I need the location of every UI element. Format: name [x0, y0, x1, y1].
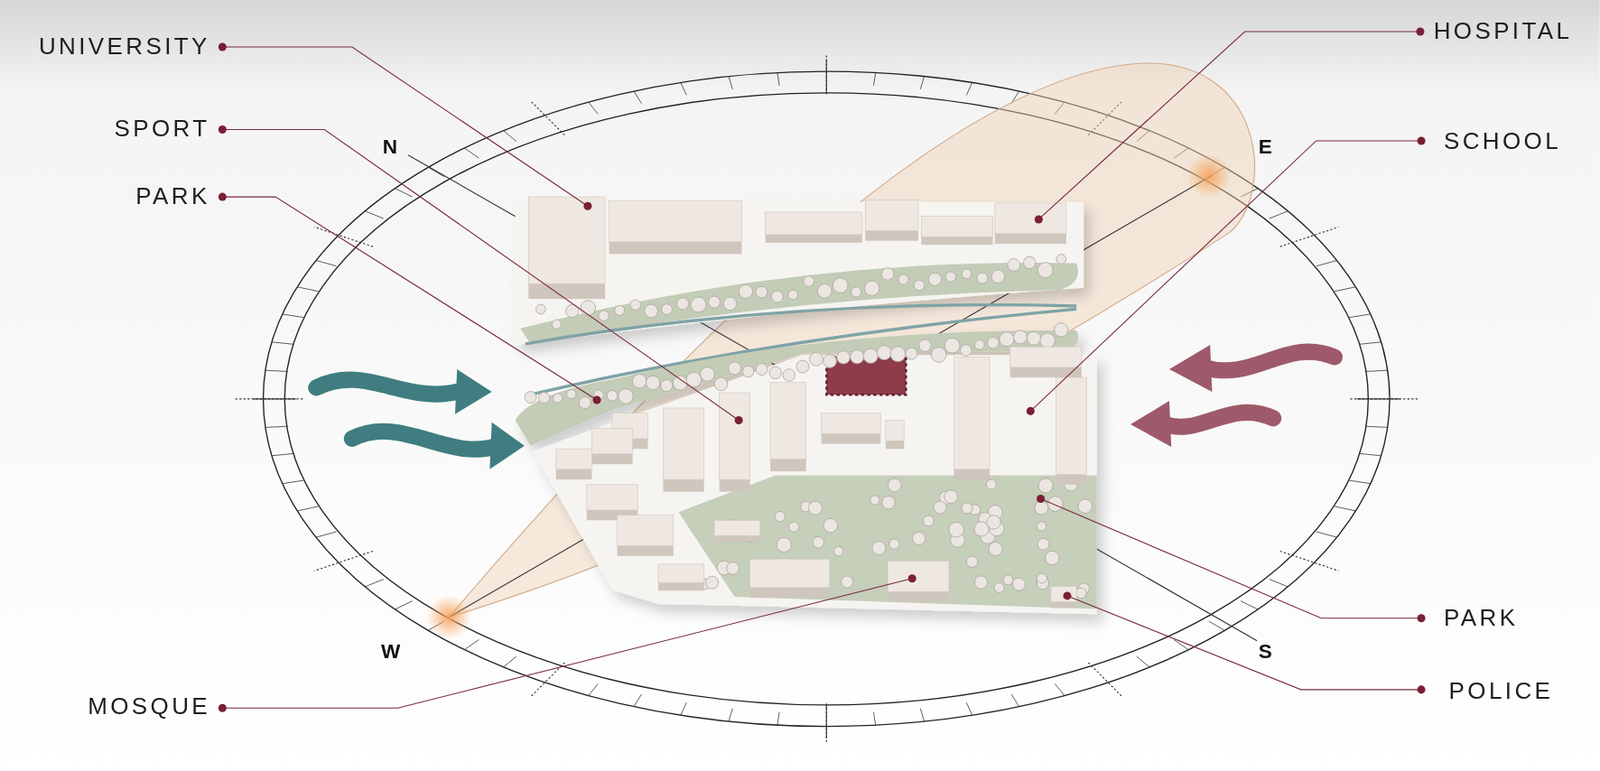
leader-lines [222, 31, 1422, 708]
compass-letter: E [1258, 135, 1273, 157]
north-south-axis [408, 155, 1257, 642]
callout-label: PARK [1443, 605, 1518, 630]
sunrise-glow [1186, 153, 1232, 199]
east-west-axis [448, 175, 1212, 617]
compass-letter: N [382, 135, 398, 157]
callout-label: SCHOOL [1443, 129, 1562, 153]
compass-letter: W [381, 641, 400, 662]
sun-path [448, 63, 1255, 618]
wind-arrows [316, 344, 1335, 470]
callout-label: MOSQUE [87, 694, 211, 718]
callout-label: POLICE [1449, 679, 1554, 703]
callout-label: HOSPITAL [1433, 18, 1573, 43]
callout-label: UNIVERSITY [38, 34, 211, 58]
callout-label: PARK [135, 184, 210, 208]
sunset-glow [426, 595, 472, 641]
site-model [515, 196, 1098, 614]
callout-label: SPORT [114, 116, 211, 140]
compass-letter: S [1258, 641, 1273, 662]
compass-ring [234, 55, 1418, 744]
leader-dots [218, 27, 1426, 713]
